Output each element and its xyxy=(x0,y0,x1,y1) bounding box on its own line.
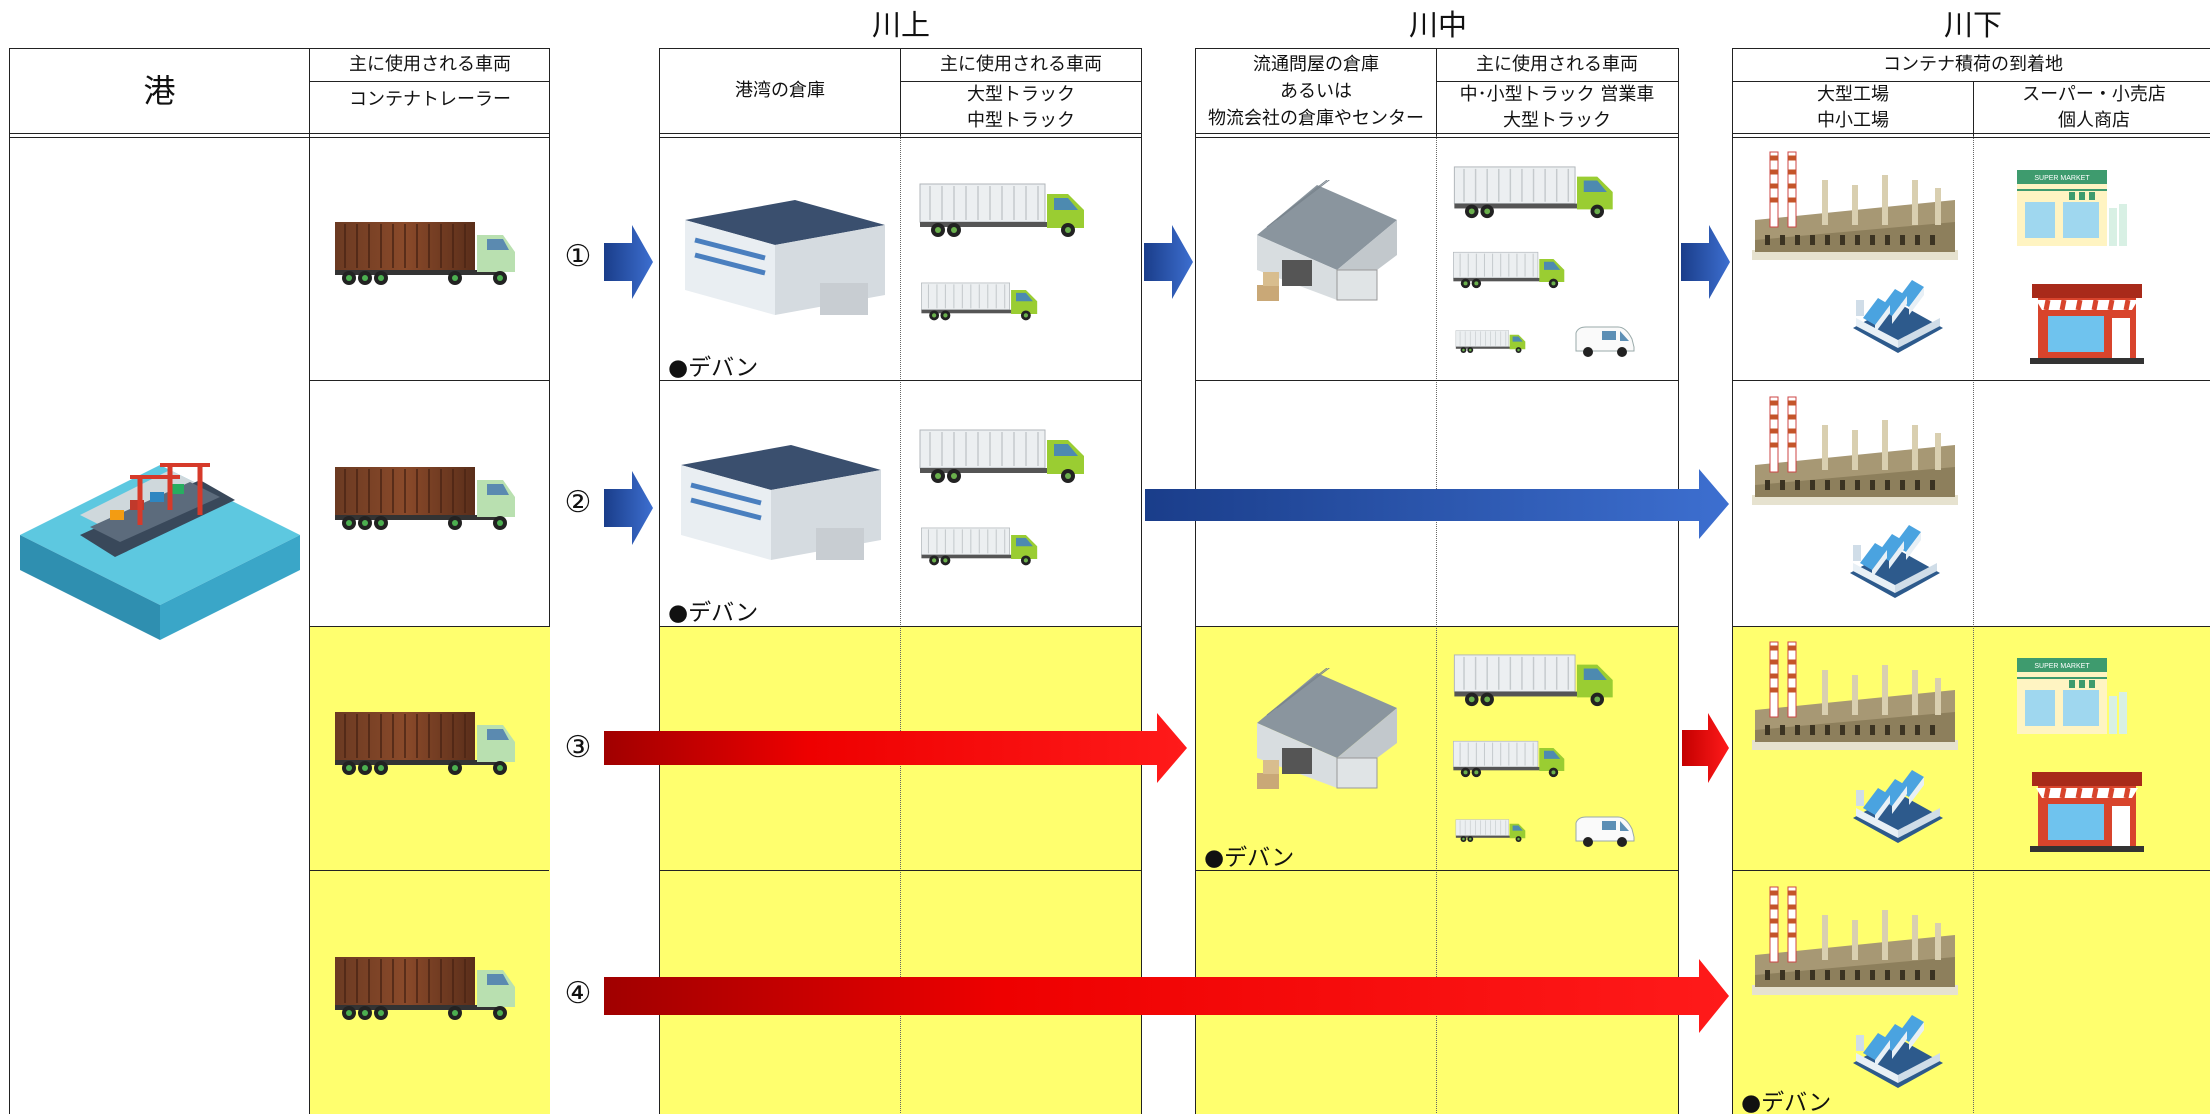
section-midstream: 川中 xyxy=(1408,8,1467,42)
private-store-icon xyxy=(2028,282,2146,364)
box-truck-icon xyxy=(1452,653,1617,709)
port-warehouse-label: 港湾の倉庫 xyxy=(735,80,825,101)
box-truck-icon xyxy=(1455,817,1527,845)
midstream-vehicles: 中･小型トラック 営業車 大型トラック xyxy=(1437,82,1677,134)
container-trailer-icon xyxy=(335,955,520,1023)
large-factory-label: 大型工場 xyxy=(1817,84,1889,105)
devan-label-3: ●デバン xyxy=(1204,845,1295,871)
upstream-vehicles: 大型トラック 中型トラック xyxy=(901,82,1141,134)
port-ship-icon xyxy=(20,455,300,655)
port-vehicle-header: 主に使用される車両 xyxy=(349,54,511,75)
sawtooth-factory-icon xyxy=(1848,1013,1948,1098)
large-truck-label: 大型トラック xyxy=(967,84,1075,105)
medium-truck-label: 中型トラック xyxy=(967,110,1075,131)
van-icon xyxy=(1574,325,1636,357)
small-factory-label: 中小工場 xyxy=(1817,110,1889,131)
mid-small-truck-label: 中･小型トラック 営業車 xyxy=(1459,84,1655,105)
box-truck-icon xyxy=(920,280,1040,324)
devan-label-2: ●デバン xyxy=(668,600,759,626)
container-trailer-icon xyxy=(335,465,520,533)
smokestack-factory-icon xyxy=(1750,150,1960,265)
arrow-3-b xyxy=(1682,713,1729,783)
arrow-1-a xyxy=(604,225,653,299)
arrow-1-c xyxy=(1681,225,1730,299)
devan-label-4: ●デバン xyxy=(1741,1090,1832,1114)
port-warehouse-icon xyxy=(680,195,890,320)
wholesale-warehouse-label: 流通問屋の倉庫 あるいは 物流会社の倉庫やセンター xyxy=(1208,53,1424,129)
smokestack-factory-icon xyxy=(1750,395,1960,510)
arrow-1-b xyxy=(1144,225,1193,299)
distribution-warehouse-icon xyxy=(1237,668,1407,798)
factory-labels: 大型工場 中小工場 xyxy=(1733,82,1973,134)
private-store-label: 個人商店 xyxy=(2058,110,2130,131)
section-downstream: 川下 xyxy=(1943,8,2002,42)
route-number-2: ② xyxy=(564,485,592,520)
sawtooth-factory-icon xyxy=(1848,768,1948,853)
upstream-vehicle-header: 主に使用される車両 xyxy=(940,54,1102,75)
container-trailer-icon xyxy=(335,220,520,288)
supermarket-icon: SUPER MARKET xyxy=(2015,656,2127,736)
container-trailer-label: コンテナトレーラー xyxy=(349,89,511,110)
box-truck-icon xyxy=(1452,165,1617,221)
supermarket-label: スーパー・小売店 xyxy=(2022,84,2166,105)
supermarket-icon: SUPER MARKET xyxy=(2015,168,2127,248)
destination-header: コンテナ積荷の到着地 xyxy=(1883,54,2063,75)
port-title: 港 xyxy=(143,72,176,110)
port-warehouse-icon xyxy=(676,440,886,565)
smokestack-factory-icon xyxy=(1750,885,1960,1000)
midstream-vehicle-header: 主に使用される車両 xyxy=(1476,54,1638,75)
route-number-4: ④ xyxy=(564,976,592,1011)
container-trailer-icon xyxy=(335,710,520,778)
mid-large-truck-label: 大型トラック xyxy=(1503,110,1611,131)
devan-label-1: ●デバン xyxy=(668,355,759,381)
box-truck-icon xyxy=(918,182,1088,240)
smokestack-factory-icon xyxy=(1750,640,1960,755)
route-number-3: ③ xyxy=(564,730,592,765)
section-upstream: 川上 xyxy=(871,8,930,42)
box-truck-icon xyxy=(1452,248,1567,293)
box-truck-icon xyxy=(1452,737,1567,782)
private-store-icon xyxy=(2028,770,2146,852)
sawtooth-factory-icon xyxy=(1848,278,1948,363)
svg-text:SUPER MARKET: SUPER MARKET xyxy=(2034,663,2090,670)
route-number-1: ① xyxy=(564,239,592,274)
box-truck-icon xyxy=(920,525,1040,569)
box-truck-icon xyxy=(1455,328,1527,356)
arrow-2-a xyxy=(604,471,653,545)
distribution-warehouse-icon xyxy=(1237,180,1407,310)
svg-text:SUPER MARKET: SUPER MARKET xyxy=(2034,175,2090,182)
van-icon xyxy=(1574,815,1636,847)
store-labels: スーパー・小売店 個人商店 xyxy=(1974,82,2210,134)
box-truck-icon xyxy=(918,428,1088,486)
sawtooth-factory-icon xyxy=(1845,523,1945,608)
